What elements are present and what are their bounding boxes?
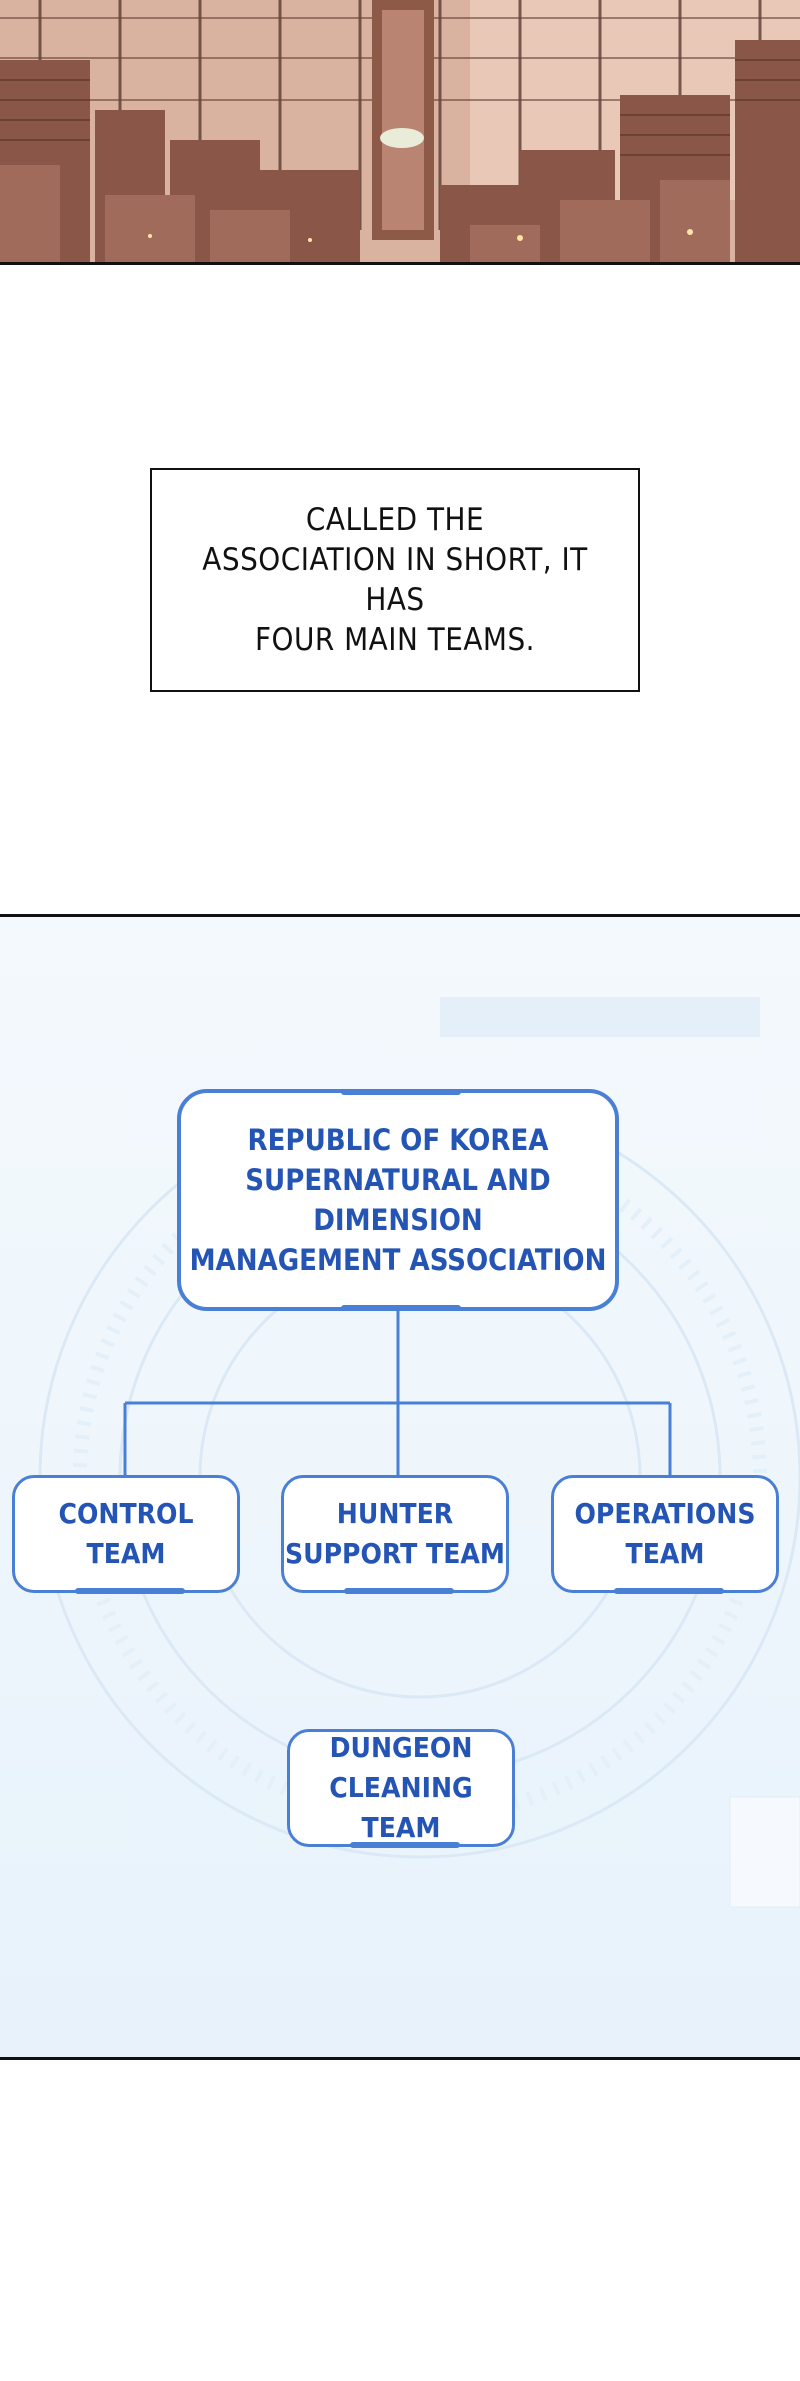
- control-team-label: CONTROL TEAM: [58, 1497, 194, 1570]
- narration-text: CALLED THE ASSOCIATION IN SHORT, IT HAS …: [202, 502, 588, 658]
- operations-team-node: OPERATIONS TEAM: [551, 1475, 779, 1594]
- city-illustration-panel: [0, 0, 800, 265]
- operations-team-label: OPERATIONS TEAM: [574, 1497, 756, 1570]
- control-team-node: CONTROL TEAM: [12, 1475, 240, 1594]
- association-name: REPUBLIC OF KOREA SUPERNATURAL AND DIMEN…: [189, 1123, 607, 1277]
- control-team-accent: [75, 1588, 185, 1594]
- root-top-accent: [341, 1089, 461, 1095]
- dungeon-cleaning-team-node: DUNGEON CLEANING TEAM: [287, 1729, 515, 1848]
- root-bottom-accent: [341, 1305, 461, 1311]
- hunter-support-team-label: HUNTER SUPPORT TEAM: [285, 1497, 505, 1570]
- association-root-node: REPUBLIC OF KOREA SUPERNATURAL AND DIMEN…: [177, 1089, 619, 1311]
- dungeon-cleaning-team-accent: [350, 1842, 460, 1848]
- hunter-support-team-accent: [344, 1588, 454, 1594]
- hunter-support-team-node: HUNTER SUPPORT TEAM: [281, 1475, 509, 1594]
- dungeon-cleaning-team-label: DUNGEON CLEANING TEAM: [329, 1731, 473, 1844]
- chart-connectors: [123, 1311, 672, 1475]
- org-chart-panel: REPUBLIC OF KOREA SUPERNATURAL AND DIMEN…: [0, 914, 800, 2060]
- operations-team-accent: [614, 1588, 724, 1594]
- narration-box: CALLED THE ASSOCIATION IN SHORT, IT HAS …: [150, 468, 640, 692]
- city-skyline-image: [0, 0, 800, 262]
